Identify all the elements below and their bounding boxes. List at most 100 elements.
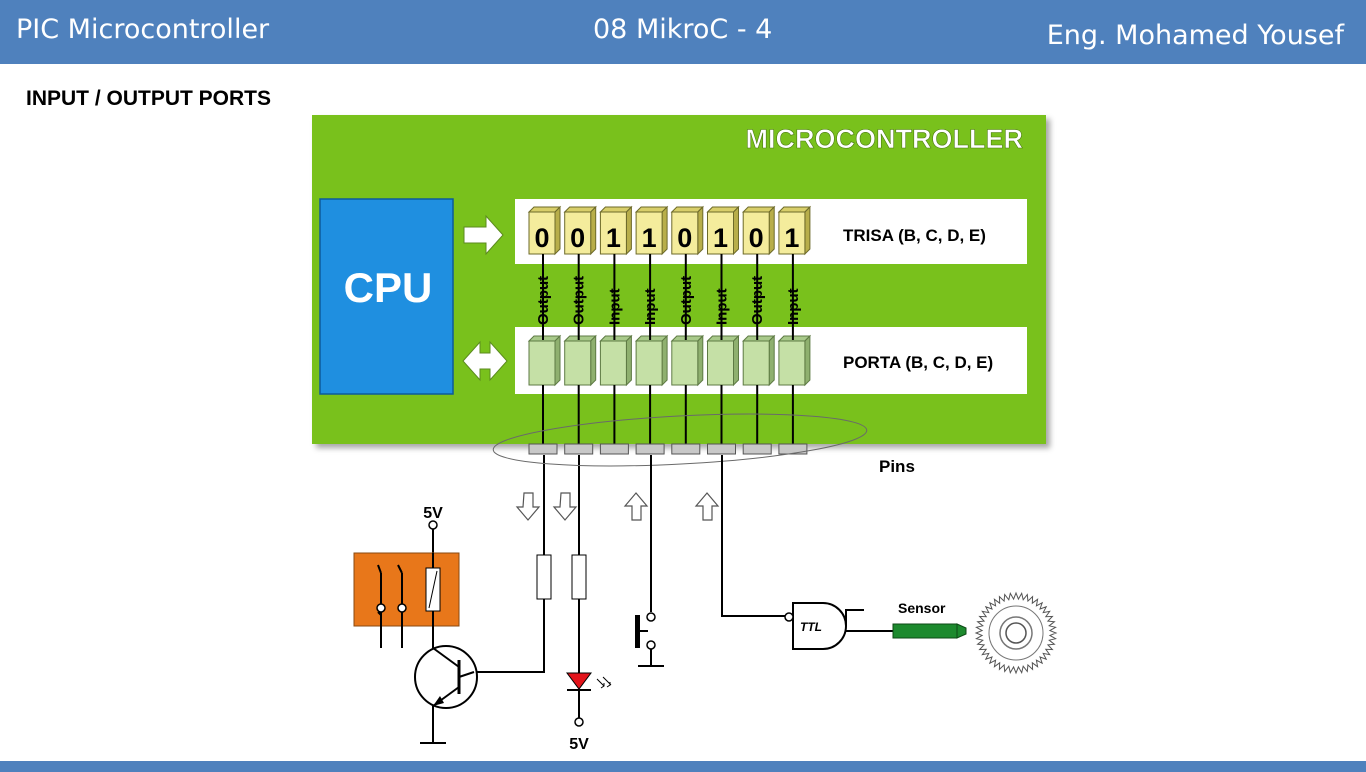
tris-bit-value: 0 xyxy=(570,223,585,253)
tris-bit-cell xyxy=(671,211,699,255)
port-cell-side xyxy=(590,334,597,387)
port-bit-cell xyxy=(671,340,699,386)
porta-bits xyxy=(527,334,812,387)
tris-bit-cell xyxy=(564,211,592,255)
transistor-collector xyxy=(432,647,460,668)
up-arrow-icon xyxy=(694,492,720,521)
tris-bit-cell xyxy=(742,211,770,255)
push-button-icon xyxy=(635,615,640,648)
pin-pad xyxy=(778,443,808,455)
up-arrow-icon xyxy=(623,492,649,521)
relay-contacts xyxy=(377,564,403,648)
down-arrow-icon xyxy=(552,492,578,521)
tris-bit-value: 1 xyxy=(784,223,799,253)
led-voltage-label: 5V xyxy=(569,736,589,753)
inverter-bubble xyxy=(784,612,794,622)
tris-bit-value: 1 xyxy=(713,223,728,253)
gear-center xyxy=(1005,622,1027,644)
port-bit-cell xyxy=(707,340,734,386)
microcontroller-label: MICROCONTROLLER xyxy=(746,124,1023,154)
double-arrow-icon xyxy=(462,340,508,382)
sensor-body xyxy=(892,623,958,639)
relay-voltage-label: 5V xyxy=(423,505,443,522)
section-title: INPUT / OUTPUT PORTS xyxy=(26,87,272,110)
terminal xyxy=(646,612,656,622)
tris-bit-cell xyxy=(778,211,806,255)
port-cell-side xyxy=(804,334,811,387)
tris-bit-cell xyxy=(599,211,627,255)
wire xyxy=(458,671,475,678)
port-cell-side xyxy=(768,334,775,387)
gear-icon xyxy=(974,591,1058,675)
terminal xyxy=(574,717,584,727)
emitter-arrow xyxy=(433,696,444,706)
relay-coil-mark xyxy=(428,570,438,609)
tris-bit-value: 0 xyxy=(677,223,692,253)
porta-label: PORTA (B, C, D, E) xyxy=(843,353,993,372)
title-bar: PIC Microcontroller 08 MikroC - 4 Eng. M… xyxy=(0,0,1366,64)
terminal xyxy=(428,520,438,530)
port-bit-cell xyxy=(599,340,627,386)
port-cell-side xyxy=(661,334,668,387)
port-bit-cell xyxy=(742,340,770,386)
bit-cell-side xyxy=(554,205,561,256)
author-name: Eng. Mohamed Yousef xyxy=(1046,20,1344,51)
led-icon xyxy=(566,672,592,690)
terminal xyxy=(376,603,386,613)
sensor-tip xyxy=(956,623,967,639)
pin-pad xyxy=(635,443,665,455)
tris-bit-value: 1 xyxy=(606,223,621,253)
relay-block xyxy=(353,552,460,627)
bit-cell-side xyxy=(590,205,597,256)
bit-cell-side xyxy=(625,205,632,256)
terminal xyxy=(397,603,407,613)
pins-label: Pins xyxy=(879,457,915,476)
cpu-label: CPU xyxy=(344,264,433,311)
bit-cell-side xyxy=(804,205,811,256)
port-cell-side xyxy=(733,334,739,387)
bit-cell-side xyxy=(697,205,704,256)
down-arrow-icon xyxy=(515,492,541,521)
wire xyxy=(474,599,545,673)
cpu-block xyxy=(319,198,454,395)
port-bit-cell xyxy=(564,340,592,386)
port-cell-side xyxy=(554,334,561,387)
pin-pad xyxy=(564,443,594,455)
port-cell-side xyxy=(625,334,632,387)
bit-cell-side xyxy=(733,205,739,256)
wire xyxy=(721,455,785,617)
course-title: PIC Microcontroller xyxy=(16,14,270,45)
bit-cell-side xyxy=(768,205,775,256)
tris-bit-cell xyxy=(528,211,556,255)
ttl-gate xyxy=(792,602,847,650)
tris-bit-value: 0 xyxy=(534,223,549,253)
trisa-label: TRISA (B, C, D, E) xyxy=(843,226,986,245)
port-bit-cell xyxy=(778,340,806,386)
pins-highlight xyxy=(492,413,868,467)
pin-pad xyxy=(671,443,701,455)
resistor xyxy=(536,554,552,600)
pin-pad xyxy=(599,443,629,455)
sensor-label: Sensor xyxy=(898,600,946,616)
bit-cell-side xyxy=(661,205,668,256)
right-arrow-icon xyxy=(463,214,504,256)
tris-bit-cell xyxy=(635,211,663,255)
pin-lines xyxy=(528,254,808,555)
pin-pad xyxy=(528,443,558,455)
port-bit-cell xyxy=(528,340,556,386)
port-bit-cell xyxy=(635,340,663,386)
tris-bit-value: 1 xyxy=(642,223,657,253)
tris-bit-value: 0 xyxy=(749,223,764,253)
lecture-title: 08 MikroC - 4 xyxy=(593,14,773,45)
light-rays-icon xyxy=(596,676,612,689)
resistor xyxy=(571,554,587,600)
pin-pad xyxy=(742,443,772,455)
port-cell-side xyxy=(697,334,704,387)
footer-bar xyxy=(0,761,1366,772)
ttl-label: TTL xyxy=(800,620,822,634)
transistor-icon xyxy=(414,645,478,709)
terminal xyxy=(646,640,656,650)
wire xyxy=(845,609,864,626)
